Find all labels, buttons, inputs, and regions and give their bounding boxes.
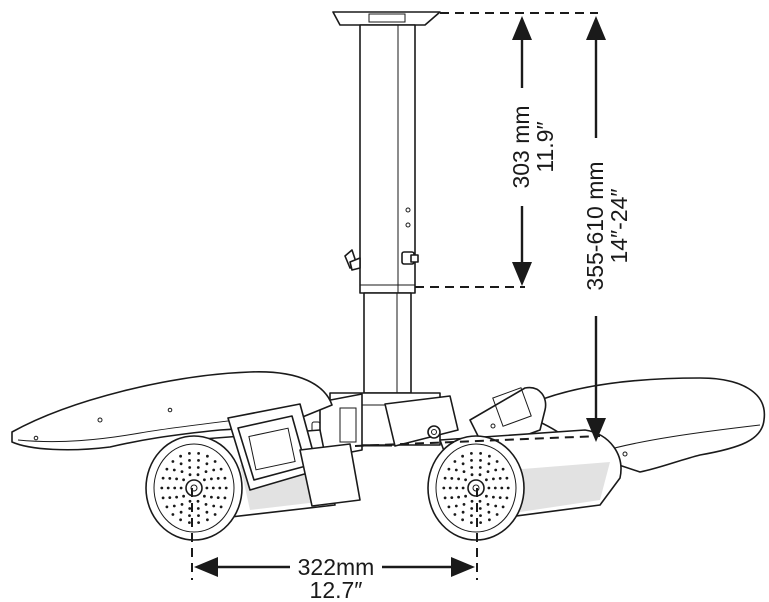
dimension-spacing: 322mm 12.7″ bbox=[191, 488, 478, 602]
dimension-extension: 303 mm 11.9″ bbox=[415, 12, 598, 288]
left-heater-vents bbox=[160, 452, 228, 524]
ceiling-mount-pole bbox=[332, 11, 441, 394]
left-heater bbox=[11, 371, 361, 541]
extension-imperial-label: 11.9″ bbox=[532, 121, 558, 172]
height-metric-label: 355-610 mm bbox=[582, 161, 608, 290]
center-bracket bbox=[311, 392, 459, 459]
right-heater-vents bbox=[442, 452, 510, 524]
dimension-height: 355-610 mm 14″-24″ bbox=[354, 16, 632, 447]
spacing-imperial-label: 12.7″ bbox=[310, 577, 363, 602]
extension-metric-label: 303 mm bbox=[508, 105, 534, 188]
spacing-metric-label: 322mm bbox=[298, 554, 375, 580]
height-imperial-label: 14″-24″ bbox=[606, 188, 632, 263]
